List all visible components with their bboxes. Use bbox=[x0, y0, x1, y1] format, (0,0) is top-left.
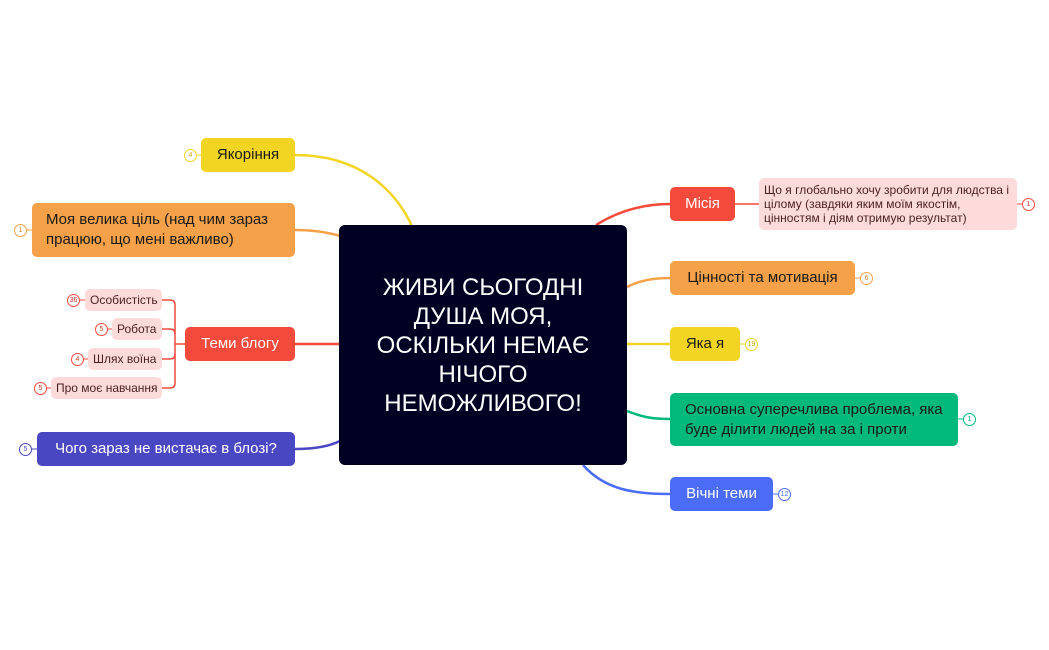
topic-label: Основна суперечлива проблема, яка буде д… bbox=[685, 400, 943, 438]
count-badge[interactable]: 4 bbox=[71, 353, 84, 366]
subtopic-mission-detail[interactable]: Що я глобально хочу зробити для людства … bbox=[759, 178, 1017, 230]
topic-eternal-themes[interactable]: Вічні теми bbox=[670, 477, 773, 511]
topic-values-motivation[interactable]: Цінності та мотивація bbox=[670, 261, 855, 295]
count-badge[interactable]: 4 bbox=[184, 149, 197, 162]
topic-big-goal[interactable]: Моя велика ціль (над чим зараз працюю, щ… bbox=[32, 203, 295, 257]
topic-missing-in-blog[interactable]: Чого зараз не вистачає в блозі? bbox=[37, 432, 295, 466]
topic-blog-themes[interactable]: Теми блогу bbox=[185, 327, 295, 361]
topic-label: Місія bbox=[685, 195, 720, 212]
topic-label: Чого зараз не вистачає в блозі? bbox=[55, 440, 277, 457]
topic-misiia[interactable]: Місія bbox=[670, 187, 735, 221]
topic-label: Теми блогу bbox=[201, 335, 279, 352]
topic-label: Яка я bbox=[685, 335, 725, 352]
count-badge[interactable]: 5 bbox=[34, 382, 47, 395]
topic-label: Цінності та мотивація bbox=[687, 269, 838, 286]
central-topic-text: ЖИВИ СЬОГОДНІ ДУША МОЯ, ОСКІЛЬКИ НЕМАЄ Н… bbox=[376, 273, 590, 417]
count-badge[interactable]: 5 bbox=[19, 443, 32, 456]
count-badge[interactable]: 1 bbox=[14, 224, 27, 237]
count-badge[interactable]: 5 bbox=[95, 323, 108, 336]
count-badge[interactable]: 1 bbox=[1022, 198, 1035, 211]
topic-label: Якоріння bbox=[216, 146, 280, 163]
subtopic-osobystist[interactable]: Особистість bbox=[85, 289, 162, 311]
count-badge[interactable]: 12 bbox=[778, 488, 791, 501]
subtopic-robota[interactable]: Робота bbox=[112, 318, 162, 340]
topic-label: Вічні теми bbox=[686, 485, 757, 502]
subtopic-pro-navchannia[interactable]: Про моє навчання bbox=[51, 377, 162, 399]
topic-yakorinnia[interactable]: Якоріння bbox=[201, 138, 295, 172]
central-topic[interactable]: ЖИВИ СЬОГОДНІ ДУША МОЯ, ОСКІЛЬКИ НЕМАЄ Н… bbox=[339, 225, 627, 465]
count-badge[interactable]: 6 bbox=[860, 272, 873, 285]
count-badge[interactable]: 19 bbox=[745, 338, 758, 351]
count-badge[interactable]: 1 bbox=[963, 413, 976, 426]
topic-yaka-ya[interactable]: Яка я bbox=[670, 327, 740, 361]
topic-label: Моя велика ціль (над чим зараз працюю, щ… bbox=[46, 211, 268, 248]
count-badge[interactable]: 36 bbox=[67, 294, 80, 307]
topic-controversial-problem[interactable]: Основна суперечлива проблема, яка буде д… bbox=[670, 393, 958, 446]
subtopic-shliakh-voina[interactable]: Шлях воїна bbox=[88, 348, 162, 370]
